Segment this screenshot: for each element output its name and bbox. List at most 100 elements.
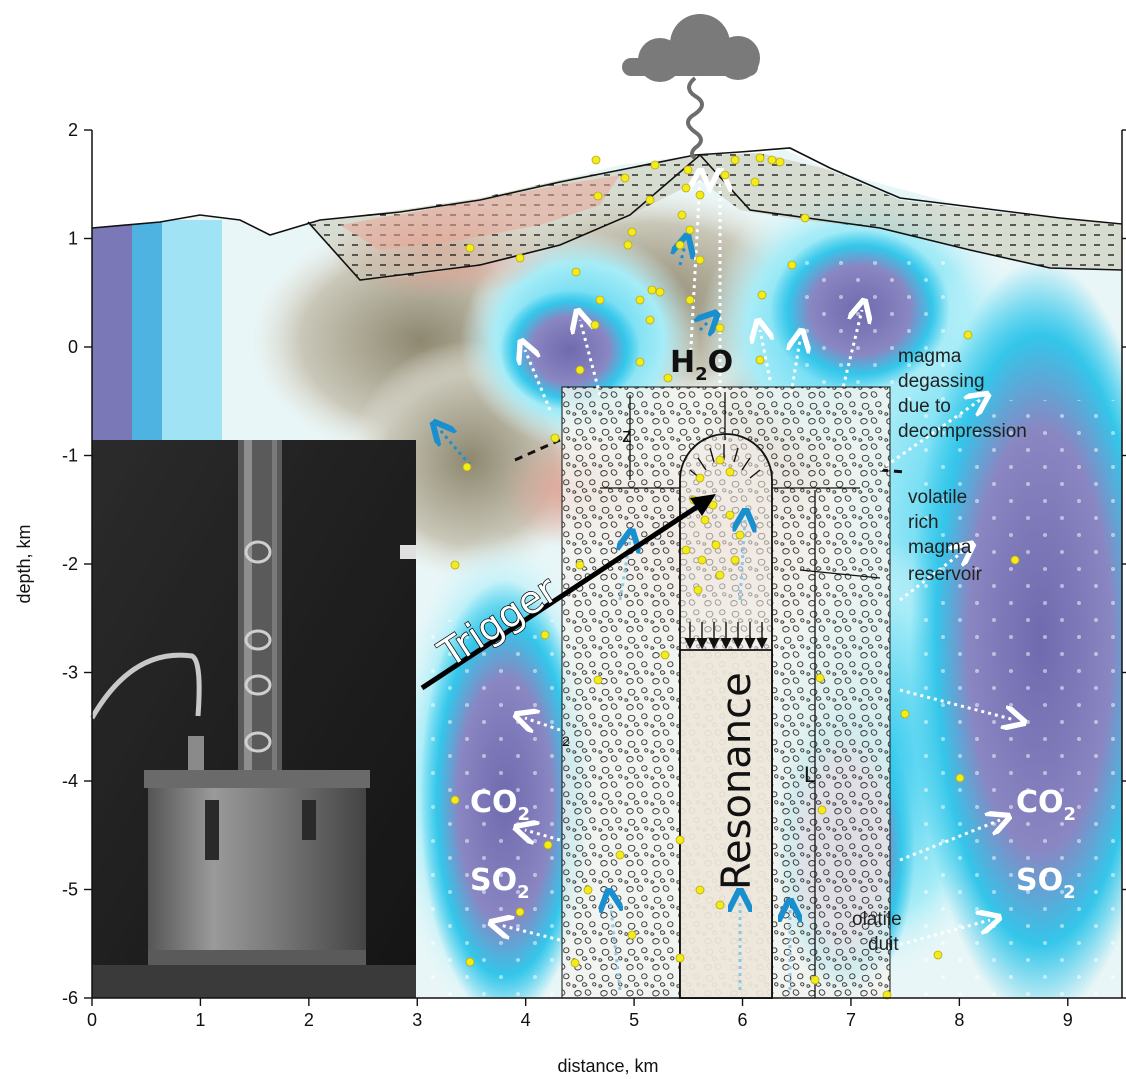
h2o-o: O [708,345,734,380]
y-tick-label: -2 [62,554,78,574]
earthquake-dot [623,240,633,250]
earthquake-dot [700,515,710,525]
conduit-schematic [514,386,906,999]
earthquake-dot [775,157,785,167]
earthquake-dot [635,295,645,305]
dimension-l-label: L [804,762,816,787]
earthquake-dot [817,805,827,815]
reservoir-line-2: rich [908,512,939,533]
earthquake-dot [755,355,765,365]
y-tick-label: -6 [62,988,78,1008]
degassing-line-3: due to [898,396,951,417]
earthquake-dot [725,467,735,477]
h2o-subscript: 2 [695,364,708,385]
earthquake-dot [575,560,585,570]
earthquake-dot [675,835,685,845]
conduit-note: olatile duit [852,909,902,955]
earthquake-dot [800,213,810,223]
earthquake-dot [462,462,472,472]
reservoir-line-4: reservoir [908,564,983,585]
earthquake-dot [645,315,655,325]
x-tick-label: 0 [87,1010,97,1030]
earthquake-dot [750,177,760,187]
earthquake-dot [693,585,703,595]
layer-base-line [307,153,1123,281]
degassing-line-4: decompression [898,421,1027,442]
so2-left-label: SO2 [470,863,530,903]
co2-left-label: CO2 [470,785,530,825]
earthquake-dot [627,930,637,940]
earthquake-dot [767,155,777,165]
y-tick-label: 2 [68,120,78,140]
earthquake-dot [685,225,695,235]
x-tick-label: 9 [1063,1010,1073,1030]
earthquake-dot [540,630,550,640]
earthquake-dot [515,253,525,263]
earthquake-dot [595,295,605,305]
earthquake-dot [681,545,691,555]
earthquake-dots [450,153,1020,1000]
earthquake-dot [465,957,475,967]
degassing-line-2: degassing [898,371,985,392]
conduit-line-1: olatile [852,909,902,930]
eruption-plume [686,76,704,160]
earthquake-dot [715,455,725,465]
earthquake-dot [590,320,600,330]
earthquake-dot [450,560,460,570]
dimension-z-label: z [622,425,632,447]
earthquake-dot [711,540,721,550]
earthquake-dot [677,210,687,220]
earthquake-dot [757,290,767,300]
x-tick-label: 6 [738,1010,748,1030]
trigger-arrowhead [690,494,716,516]
earthquake-dot [787,260,797,270]
y-tick-label: -1 [62,446,78,466]
h2o-h: H [670,345,695,380]
earthquake-dot [730,555,740,565]
earthquake-dot [675,240,685,250]
earthquake-dot [663,373,673,383]
earthquake-dot [655,287,665,297]
earthquake-dot [697,555,707,565]
earthquake-dot [955,773,965,783]
earthquake-dot [715,900,725,910]
x-tick-label: 5 [629,1010,639,1030]
x-tick-label: 4 [521,1010,531,1030]
earthquake-dot [465,243,475,253]
earthquake-dot [675,953,685,963]
earthquake-dot [720,170,730,180]
x-tick-label: 2 [304,1010,314,1030]
earthquake-dot [1010,555,1020,565]
earthquake-dot [645,195,655,205]
earthquake-dot [900,709,910,719]
earthquake-dot [681,183,691,193]
x-tick-label: 7 [846,1010,856,1030]
y-tick-label: 0 [68,337,78,357]
earthquake-dot [882,990,892,1000]
h2o-label: H2O [670,345,733,385]
dimension-small-label: 2 [562,733,570,749]
y-tick-label: -3 [62,663,78,683]
earthquake-dot [730,155,740,165]
earthquake-dot [695,885,705,895]
earthquake-dot [583,885,593,895]
earthquake-dot [450,795,460,805]
earthquake-dot [593,191,603,201]
earthquake-dot [695,473,705,483]
earthquake-dot [735,530,745,540]
earthquake-dot [725,510,735,520]
earthquake-dot [515,907,525,917]
earthquake-dot [571,267,581,277]
earthquake-dot [543,840,553,850]
co2-right-label: CO2 [1016,785,1076,825]
y-tick-label: 1 [68,229,78,249]
svg-text:H2O: H2O [670,345,733,385]
earthquake-dot [570,958,580,968]
earthquake-dot [933,950,943,960]
x-tick-label: 8 [954,1010,964,1030]
earthquake-dot [593,675,603,685]
shallow-layer [308,153,1122,280]
earthquake-dot [635,357,645,367]
